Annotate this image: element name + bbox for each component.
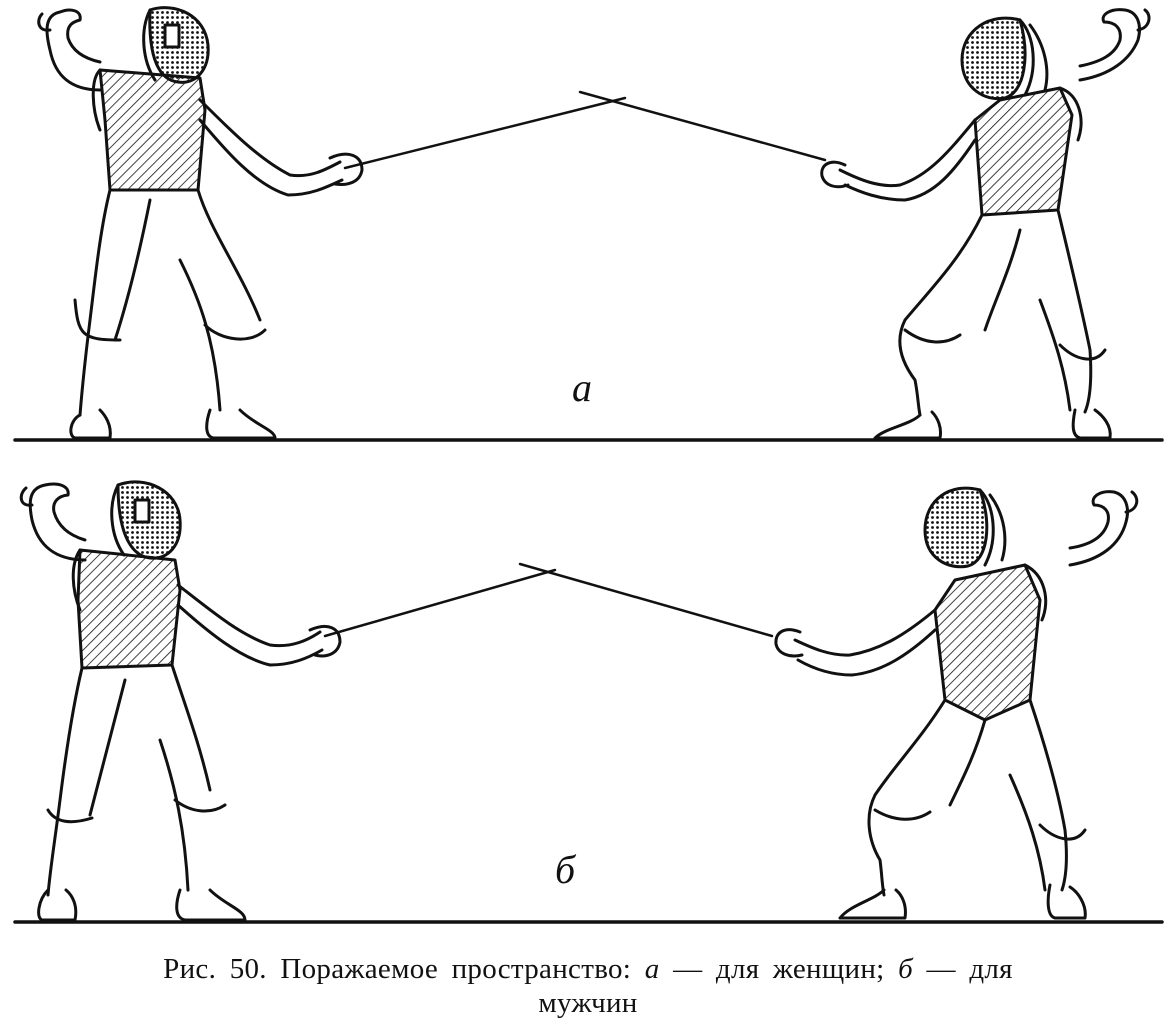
fencer-right-b (774, 486, 1139, 920)
panel-label-a: а (572, 365, 592, 410)
caption-letter-b: б (898, 953, 913, 985)
fencer-left-a (37, 6, 364, 440)
caption-text-a: — для женщин; (659, 953, 899, 985)
fencer-left-b (19, 480, 342, 922)
sword-left-b (323, 568, 557, 638)
caption-letter-a: а (644, 953, 660, 985)
panel-label-b: б (555, 847, 576, 892)
fencing-illustration (13, 6, 1164, 924)
caption-prefix: Рис. 50. Поражаемое пространство: (163, 953, 645, 985)
caption-line-1: Рис. 50. Поражаемое пространство: а — дл… (0, 952, 1176, 986)
caption-line-2: мужчин (538, 987, 638, 1019)
sword-left-a (343, 96, 627, 170)
figure-caption: Рис. 50. Поражаемое пространство: а — дл… (0, 952, 1176, 1020)
sword-right-a (578, 90, 827, 162)
caption-text-b: — для (912, 953, 1013, 985)
fencer-right-a (820, 8, 1151, 440)
sword-right-b (518, 562, 774, 638)
